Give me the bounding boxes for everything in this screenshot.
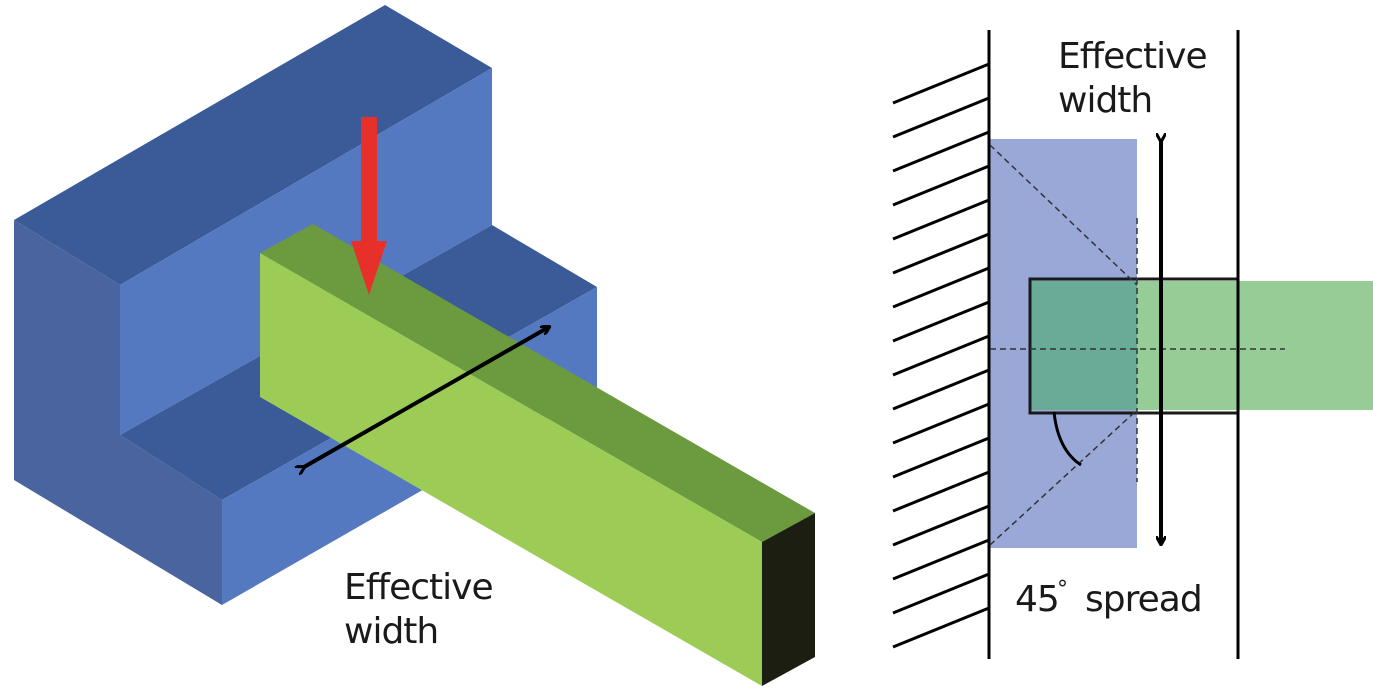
beam-overlap — [1030, 281, 1137, 410]
spread-word: spread — [1085, 579, 1202, 620]
degree-symbol: ° — [1057, 577, 1068, 602]
spread-line-upper — [989, 144, 1138, 286]
right-label-line2: width — [1058, 80, 1152, 121]
beam-end-face — [762, 513, 815, 686]
right-label-line1: Effective — [1058, 36, 1207, 77]
dashed-guides — [989, 144, 1285, 546]
plan-figure: Effective width 45 ° spread — [892, 30, 1373, 659]
left-label-line2: width — [344, 611, 438, 652]
left-label-line1: Effective — [344, 567, 493, 608]
block-wall-top — [14, 5, 492, 285]
effective-width-arrow-left — [304, 327, 549, 467]
load-arrow — [351, 117, 387, 295]
angle-arc — [1052, 411, 1082, 467]
block-left-side — [14, 220, 222, 605]
spread-line-lower — [989, 409, 1138, 546]
wall-hatching — [892, 62, 990, 649]
isometric-figure: Effective width — [14, 5, 815, 686]
spread-angle: 45 — [1015, 579, 1059, 620]
load-arrow-head — [351, 241, 387, 295]
load-arrow-shaft — [361, 117, 377, 243]
